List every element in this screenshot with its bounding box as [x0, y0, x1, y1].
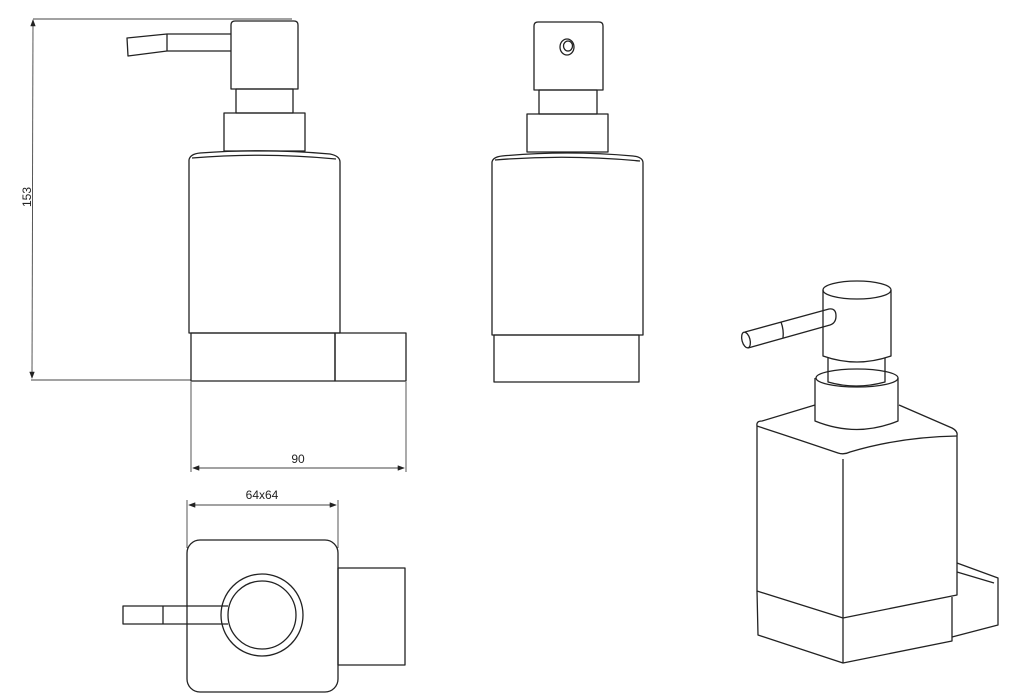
- pump-neck: [827, 358, 886, 387]
- spout: [122, 605, 228, 625]
- height-dimension-label: 153: [20, 187, 34, 207]
- wall-bracket: [334, 332, 407, 382]
- depth-dimension-label: 90: [291, 452, 305, 466]
- bottle-body: [491, 152, 644, 336]
- spout: [126, 33, 231, 57]
- bottle-body-top: [186, 539, 339, 693]
- spout: [744, 308, 837, 349]
- top-view: 64x64: [122, 488, 406, 693]
- pump-neck: [538, 89, 598, 115]
- side-view: 153 90: [20, 18, 407, 472]
- pump-head: [533, 21, 604, 91]
- isometric-view: [740, 280, 999, 664]
- bottle-body: [756, 426, 958, 619]
- section-dimension-label: 64x64: [246, 488, 279, 502]
- bottle-body: [188, 150, 341, 334]
- pump-head: [230, 20, 299, 90]
- front-view: [491, 21, 644, 383]
- pump-head: [822, 290, 892, 363]
- nozzle-hole: [559, 38, 575, 56]
- holder-base: [190, 332, 336, 382]
- wall-bracket: [951, 562, 999, 638]
- pump-collar: [220, 573, 304, 657]
- pump-collar: [223, 112, 306, 152]
- height-dimension-line: [29, 19, 36, 379]
- pump-collar: [814, 378, 899, 431]
- pump-collar: [526, 113, 609, 153]
- pump-neck: [235, 88, 294, 114]
- holder-base: [493, 334, 640, 383]
- pump-head: [227, 580, 297, 650]
- wall-bracket: [337, 567, 406, 666]
